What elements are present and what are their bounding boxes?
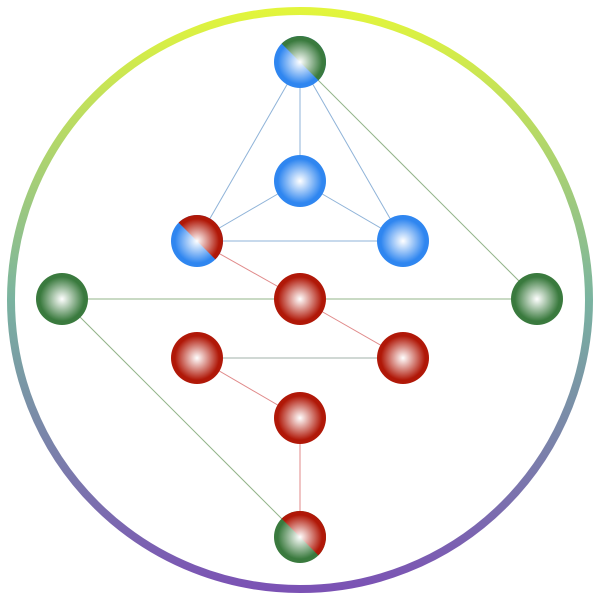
node-n-upper-right[interactable] <box>377 215 429 267</box>
node-n-far-left[interactable] <box>36 273 88 325</box>
node-sphere <box>171 332 223 384</box>
node-n-center[interactable] <box>274 273 326 325</box>
node-n-bottom[interactable] <box>274 511 326 563</box>
outer-ring <box>7 7 593 593</box>
node-sphere <box>377 332 429 384</box>
node-sphere <box>274 392 326 444</box>
node-n-lower-left[interactable] <box>171 332 223 384</box>
node-n-lower-center[interactable] <box>274 392 326 444</box>
edge-n-top-to-n-far-right <box>299 61 538 300</box>
node-n-lower-right[interactable] <box>377 332 429 384</box>
edge-n-far-left-to-n-bottom <box>61 298 301 538</box>
edge-n-top-to-n-upper-left <box>196 61 301 242</box>
node-n-top[interactable] <box>274 36 326 88</box>
node-n-upper-left[interactable] <box>171 215 223 267</box>
edge-n-top-to-n-upper-right <box>299 61 404 242</box>
node-sphere <box>274 273 326 325</box>
nodes-layer <box>36 36 563 563</box>
node-sphere <box>36 273 88 325</box>
node-n-upper-center[interactable] <box>274 155 326 207</box>
node-sphere <box>377 215 429 267</box>
node-sphere <box>274 155 326 207</box>
node-n-far-right[interactable] <box>511 273 563 325</box>
node-sphere <box>511 273 563 325</box>
